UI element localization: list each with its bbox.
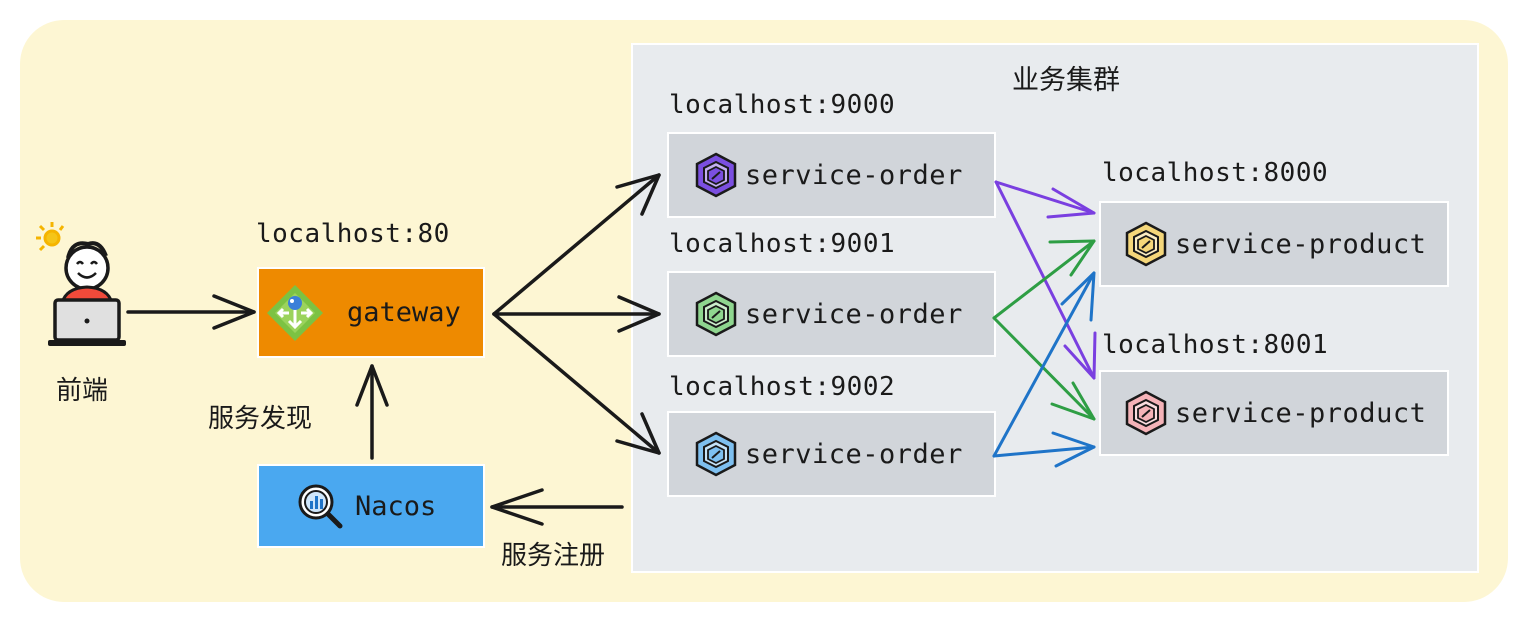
- order-host: localhost:9000: [669, 90, 896, 120]
- discovery-label: 服务发现: [208, 404, 313, 434]
- service-label: service-order: [745, 298, 963, 330]
- order-host: localhost:9001: [669, 229, 896, 259]
- service-label: service-product: [1175, 228, 1427, 260]
- order-host: localhost:9002: [669, 372, 896, 402]
- gateway-label: gateway: [347, 297, 461, 328]
- magnifier-chart-icon: [298, 484, 343, 529]
- order-to-product-arrow: [992, 239, 1096, 421]
- product-host: localhost:8001: [1102, 330, 1329, 360]
- service-product-node[interactable]: service-product: [1099, 201, 1449, 287]
- service-order-node[interactable]: service-order: [667, 132, 996, 218]
- hexagon-cube-icon: [695, 152, 737, 198]
- api-gateway-icon: [267, 284, 323, 341]
- gateway-to-order-arrow: [492, 312, 661, 455]
- order-to-product-arrow: [992, 271, 1096, 468]
- gateway-host: localhost:80: [256, 219, 450, 249]
- gateway-node[interactable]: gateway: [257, 267, 485, 358]
- gateway-to-order-arrow: [492, 173, 661, 316]
- discovery-arrow: [355, 364, 389, 460]
- hexagon-cube-icon: [695, 291, 737, 337]
- service-order-node[interactable]: service-order: [667, 411, 996, 497]
- hexagon-cube-icon: [1125, 390, 1167, 436]
- service-product-node[interactable]: service-product: [1099, 370, 1449, 456]
- hexagon-cube-icon: [1125, 221, 1167, 267]
- service-label: service-order: [745, 438, 963, 470]
- frontend-label: 前端: [56, 376, 109, 406]
- hexagon-cube-icon: [695, 431, 737, 477]
- sun-icon: [36, 222, 65, 252]
- service-label: service-product: [1175, 397, 1427, 429]
- registration-label: 服务注册: [501, 541, 606, 571]
- nacos-node[interactable]: Nacos: [257, 464, 485, 548]
- service-label: service-order: [745, 159, 963, 191]
- product-host: localhost:8000: [1102, 158, 1329, 188]
- gateway-to-order-arrow: [492, 295, 661, 333]
- registration-arrow: [490, 488, 624, 526]
- cluster-title: 业务集群: [1012, 65, 1120, 96]
- service-order-node[interactable]: service-order: [667, 271, 996, 357]
- frontend-to-gateway-arrow: [126, 294, 256, 330]
- nacos-label: Nacos: [355, 490, 437, 522]
